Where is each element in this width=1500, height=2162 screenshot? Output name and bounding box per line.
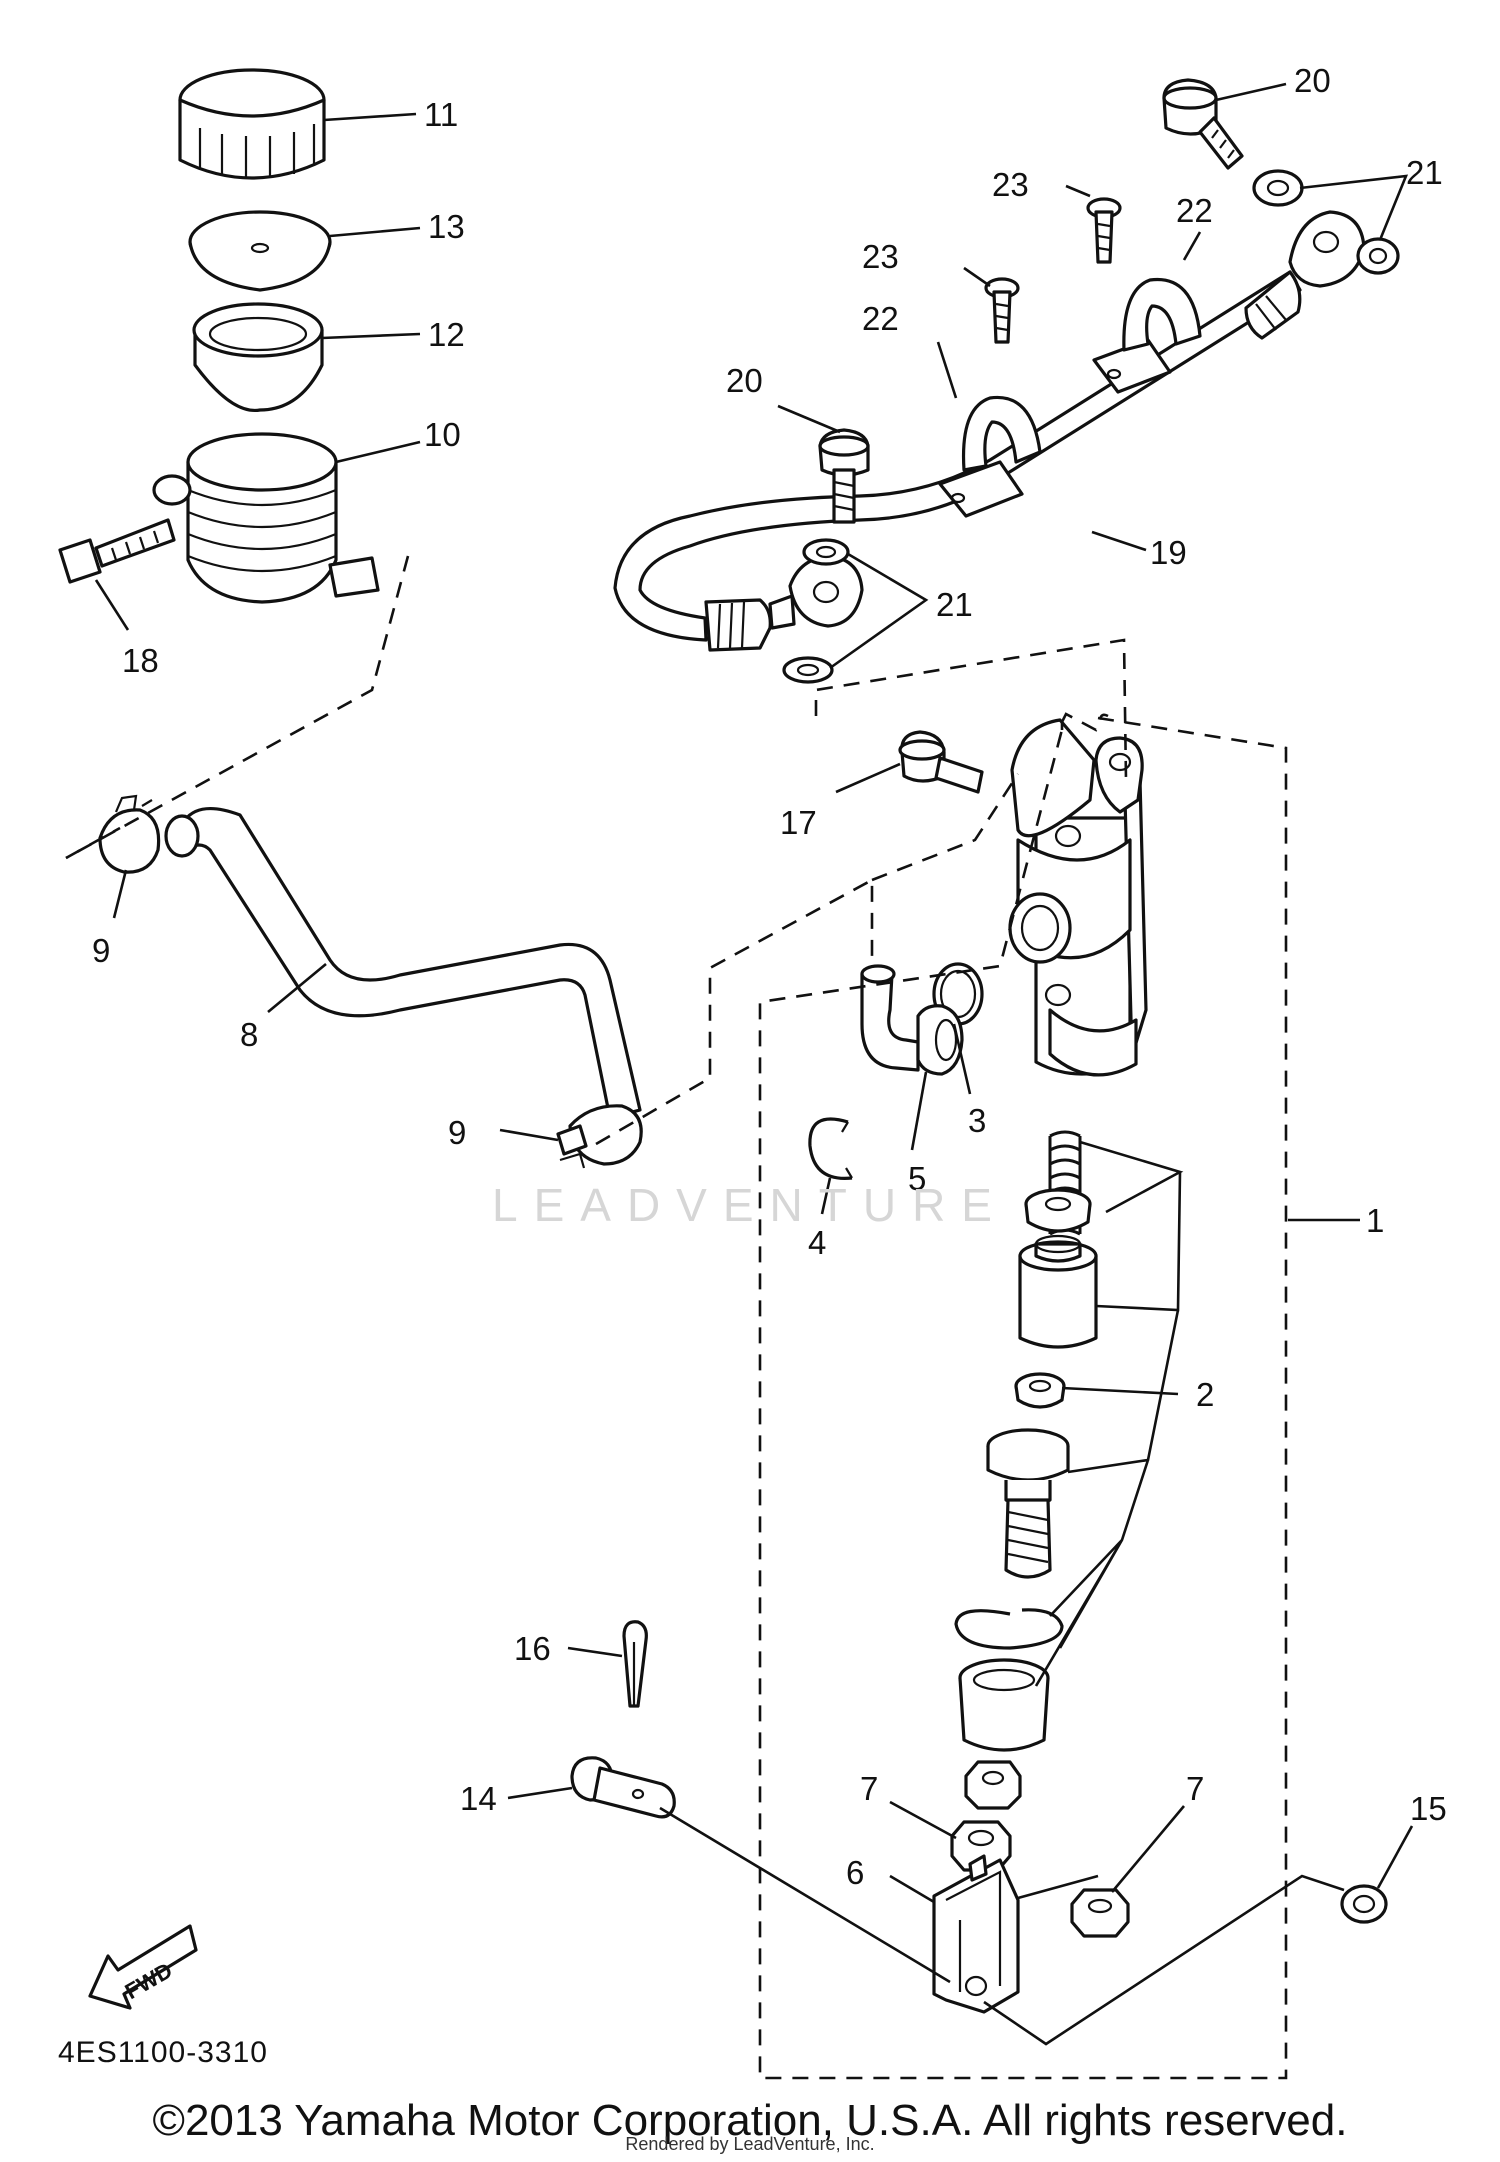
callout-18: 18 [122,642,159,679]
callout-15: 15 [1410,1790,1447,1827]
union-bolt-part-20-lower [818,428,870,524]
cup-seal [1024,1188,1092,1233]
callout-13: 13 [428,208,465,245]
banjo-fitting-lower [768,554,864,630]
pin-part-14 [570,1756,676,1819]
callout-3: 3 [968,1102,986,1139]
callout-12: 12 [428,316,465,353]
hose-clamp-part-9-lower [556,1104,643,1169]
callout-16: 16 [514,1630,551,1667]
leader-lines [94,82,1414,2046]
callout-5: 5 [908,1160,926,1197]
callout-7-right: 7 [1186,1770,1204,1807]
banjo-fitting-upper [1288,210,1366,288]
screw-part-23 [984,197,1122,344]
screw-part-18 [58,518,176,584]
nut-part-7 [950,1820,1130,1938]
cotter-pin-part-16 [622,1620,648,1708]
footer-rendered-by: Rendered by LeadVenture, Inc. [625,2134,875,2154]
callout-10: 10 [424,416,461,453]
callout-21-lower: 21 [936,586,973,623]
callout-20-lower: 20 [726,362,763,399]
callout-7-left: 7 [860,1770,878,1807]
hose-holder-part-22 [938,277,1202,518]
callout-2: 2 [1196,1376,1214,1413]
hose-clamp-part-9-upper [98,794,161,874]
callout-22-lower: 22 [862,300,899,337]
callout-9-lower: 9 [448,1114,466,1151]
callout-labels: 11 13 12 10 18 9 8 9 20 21 23 22 23 22 2… [92,62,1447,1891]
callout-17: 17 [780,804,817,841]
callout-1: 1 [1366,1202,1384,1239]
callout-19: 19 [1150,534,1187,571]
footer-copyright: ©2013 Yamaha Motor Corporation, U.S.A. A… [152,2096,1348,2145]
callout-20-upper: 20 [1294,62,1331,99]
callout-11: 11 [424,96,458,133]
copper-washer-part-21 [782,169,1400,684]
diagram-code: 4ES1100-3310 [58,2036,268,2069]
callout-6: 6 [846,1854,864,1891]
piston [1018,1234,1098,1349]
callout-14: 14 [460,1780,497,1817]
callout-23-lower: 23 [862,238,899,275]
callout-22-upper: 22 [1176,192,1213,229]
diaphragm-part-13 [188,210,332,292]
secondary-cup [1014,1372,1066,1409]
diaphragm-holder-part-12 [192,302,324,413]
dashed-connectors [65,555,1288,2080]
callout-4: 4 [808,1224,826,1261]
boot [958,1658,1050,1752]
circlip [954,1608,1064,1650]
union-bolt-part-20-upper [1162,78,1244,170]
nut-upper [964,1760,1022,1810]
callout-23-upper: 23 [992,166,1029,203]
callout-8: 8 [240,1016,258,1053]
callout-9-upper: 9 [92,932,110,969]
bolt-part-17 [898,730,984,794]
joint-part-5 [860,964,964,1076]
washer-part-15 [1340,1884,1388,1924]
clevis-part-6 [932,1854,1020,2014]
push-rod [986,1428,1070,1579]
circlip-part-4 [808,1117,853,1180]
reservoir-hose-part-8 [164,807,642,1120]
forward-arrow-icon: FWD [88,1924,198,2010]
master-cylinder-body [1008,718,1148,1077]
callout-21-upper: 21 [1406,154,1443,191]
watermark-text: LEADVENTURE [492,1179,1008,1231]
reservoir-cap-part-11 [178,68,326,180]
